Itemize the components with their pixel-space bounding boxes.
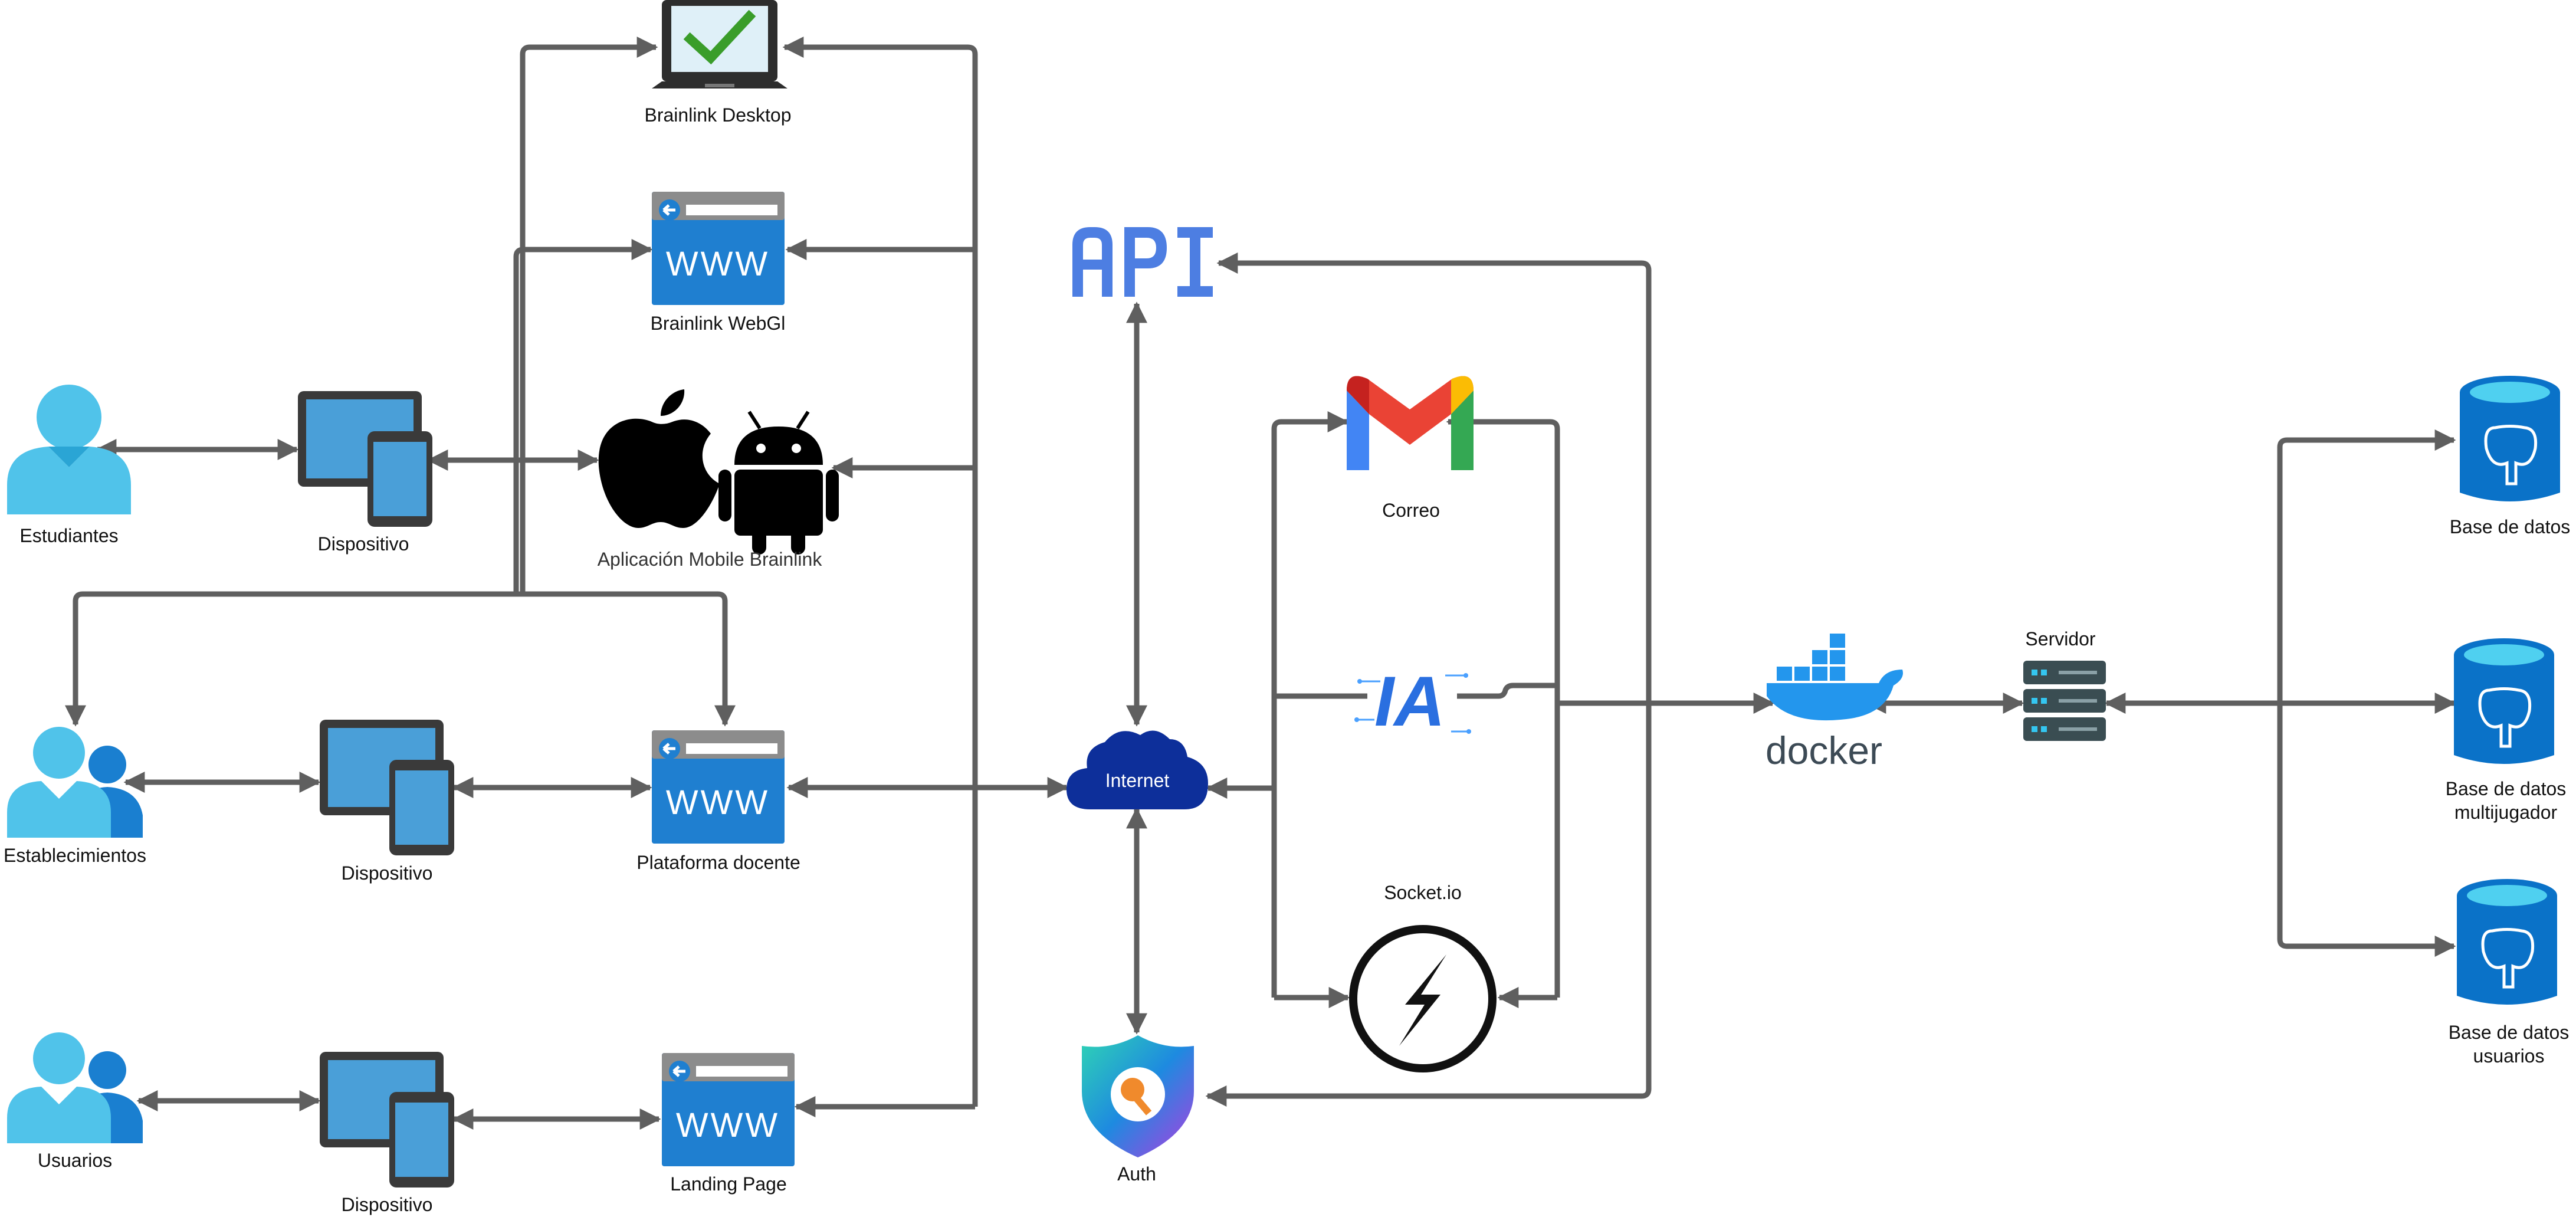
label-establecimientos: Establecimientos	[4, 845, 146, 866]
bus-branch	[65, 591, 519, 727]
shield-key-icon	[1082, 1035, 1194, 1157]
label-base-datos-usuarios: Base de datos	[2448, 1022, 2570, 1043]
www-text: WWW	[666, 783, 770, 822]
connectors	[65, 37, 2456, 1130]
web-page-icon	[652, 192, 785, 305]
laptop-check-icon	[652, 0, 787, 88]
label-estudiantes: Estudiantes	[19, 525, 119, 546]
bus-right	[782, 37, 978, 1107]
device-icon	[298, 391, 432, 527]
user-group-icon	[7, 1032, 143, 1143]
user-group-icon	[7, 727, 143, 838]
label-correo: Correo	[1382, 500, 1440, 521]
link-docker-api	[1216, 252, 1652, 703]
database-icon	[2460, 376, 2560, 501]
link-db-top	[2277, 429, 2456, 703]
apple-icon	[598, 389, 720, 528]
label-usuarios: Usuarios	[37, 1150, 113, 1171]
cloud-icon	[1067, 730, 1208, 809]
link-ia-docker	[1457, 683, 1557, 699]
link-db-bottom	[2277, 703, 2456, 957]
device-icon	[320, 720, 454, 855]
label-aplicacion-mobile: Aplicación Mobile Brainlink	[597, 549, 822, 570]
label-base-datos-usuarios-2: usuarios	[2473, 1045, 2545, 1067]
label-brainlink-desktop: Brainlink Desktop	[644, 104, 792, 126]
label-internet: Internet	[1105, 770, 1170, 791]
socketio-icon	[1349, 925, 1497, 1072]
label-socketio: Socket.io	[1384, 882, 1462, 903]
web-page-icon	[662, 1053, 795, 1166]
label-base-datos-multijugador-2: multijugador	[2454, 802, 2558, 823]
user-icon	[7, 385, 131, 514]
label-base-datos: Base de datos	[2449, 516, 2571, 537]
svg-text:docker: docker	[1766, 729, 1882, 772]
database-icon	[2454, 638, 2554, 764]
bus-left-to-desktop	[520, 37, 658, 594]
label-landing-page: Landing Page	[670, 1173, 787, 1195]
label-dispositivo: Dispositivo	[317, 533, 409, 555]
label-dispositivo: Dispositivo	[341, 862, 433, 884]
label-dispositivo: Dispositivo	[341, 1194, 433, 1215]
link-docker-auth	[1205, 703, 1652, 1107]
server-icon	[2023, 661, 2106, 741]
www-text: WWW	[666, 245, 770, 283]
label-servidor: Servidor	[2025, 628, 2096, 649]
service-bus-left	[1271, 411, 1349, 998]
ia-icon: IA	[1354, 662, 1471, 741]
api-icon	[1072, 227, 1213, 297]
docker-icon: docker	[1766, 634, 1903, 772]
label-plataforma-docente: Plataforma docente	[636, 852, 800, 873]
bus-branch-plataforma	[519, 591, 736, 727]
android-icon	[718, 411, 839, 555]
label-brainlink-webgl: Brainlink WebGl	[650, 313, 786, 334]
label-base-datos-multijugador: Base de datos	[2445, 778, 2567, 799]
service-bus-right	[1446, 411, 1560, 998]
bus-left-to-webgl	[513, 239, 653, 594]
gmail-icon	[1347, 376, 1474, 470]
database-icon	[2457, 879, 2557, 1005]
device-icon	[320, 1052, 454, 1188]
label-auth: Auth	[1117, 1163, 1156, 1185]
web-page-icon	[652, 730, 785, 844]
www-text: WWW	[676, 1106, 780, 1144]
svg-text:IA: IA	[1374, 662, 1445, 741]
